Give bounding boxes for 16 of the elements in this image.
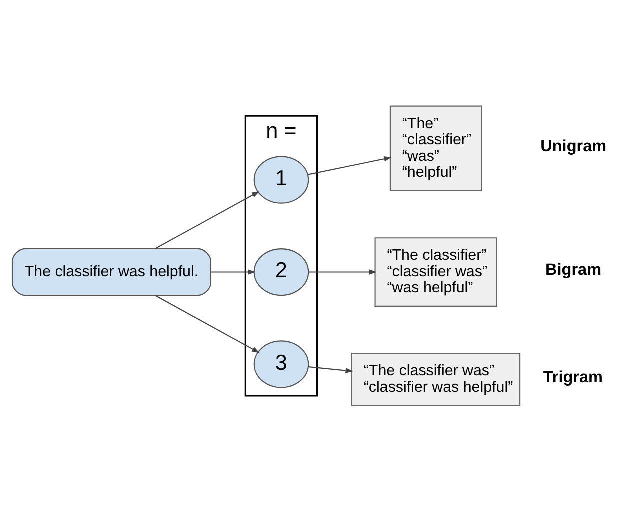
node-box: “The” “classifier” “was” “helpful” (390, 106, 482, 192)
node-label: Bigram (546, 260, 602, 279)
node-ellipse: 3 (254, 340, 310, 388)
node-label: Unigram (540, 137, 607, 156)
arrow (155, 295, 260, 354)
node-ellipse: 1 (254, 156, 310, 204)
arrow (155, 191, 260, 250)
arrow (308, 270, 377, 275)
node-box: “The classifier was” “classifier was helpful” (351, 353, 521, 406)
node-label: Trigram (543, 368, 603, 386)
arrow (211, 270, 256, 275)
node-ellipse: 2 (254, 248, 310, 296)
arrow (308, 156, 392, 176)
node-box: “The classifier” “classifier was” “was helpful” (374, 238, 498, 307)
arrow (308, 366, 354, 374)
node-box: The classifier was helpful. (12, 248, 212, 296)
